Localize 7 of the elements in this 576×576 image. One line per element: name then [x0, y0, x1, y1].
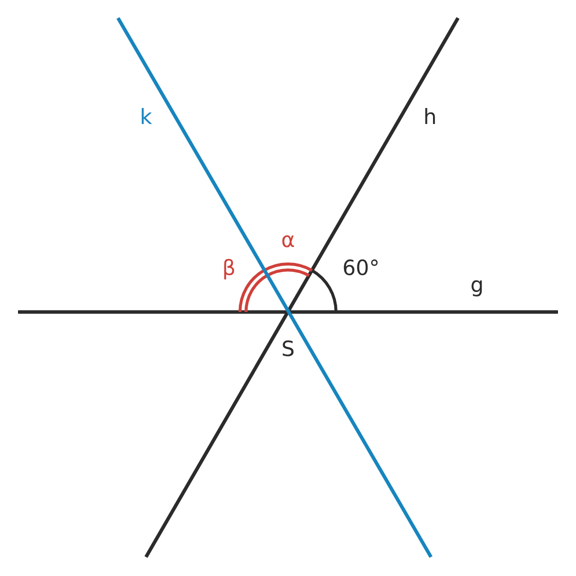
point-label: S [281, 337, 295, 361]
angle-label: α [281, 228, 295, 252]
line-label: h [423, 105, 437, 129]
angle-label: 60° [342, 256, 380, 280]
line-label: k [140, 105, 152, 129]
line-label: g [470, 273, 484, 297]
angle-label: β [222, 256, 236, 280]
